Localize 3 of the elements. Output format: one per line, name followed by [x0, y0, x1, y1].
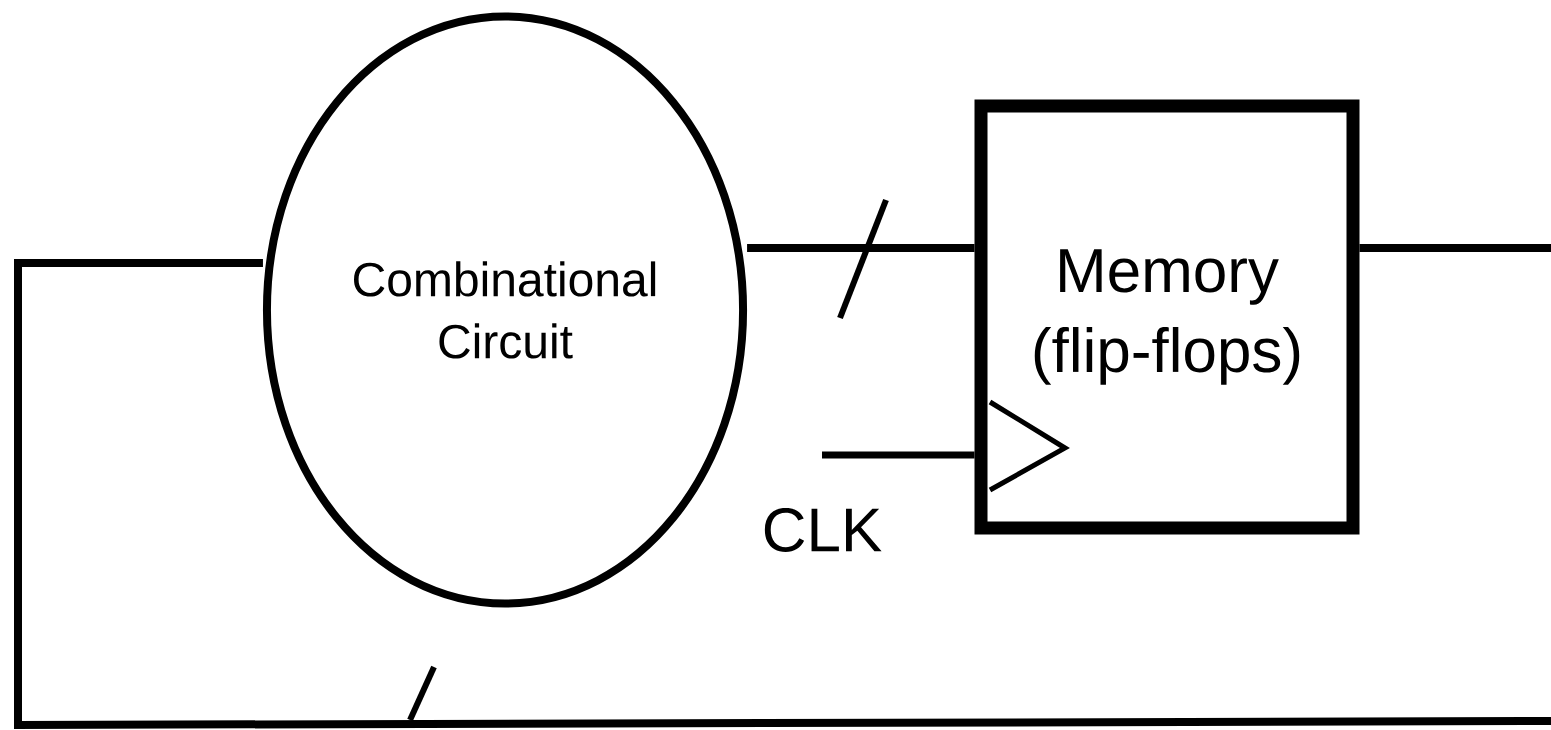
connector-line [14, 259, 1551, 729]
memory-box: Memory (flip-flops) [974, 99, 1360, 535]
clock-label: CLK [764, 508, 882, 552]
